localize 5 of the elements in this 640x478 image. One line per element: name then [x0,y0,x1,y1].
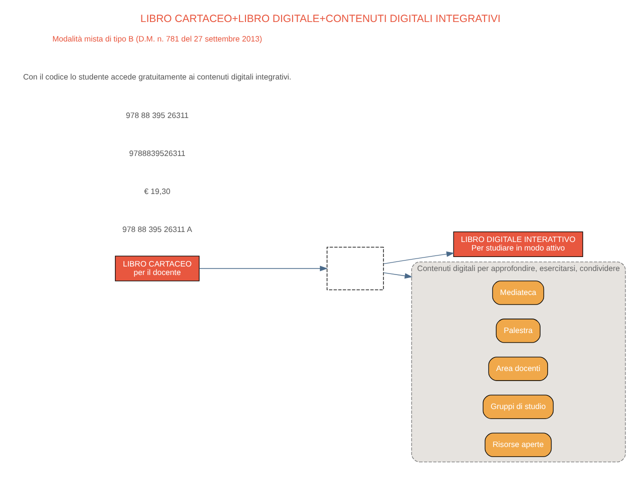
arrow [382,272,412,279]
node-box [326,246,384,290]
arrow [198,266,328,272]
arrow [382,251,454,264]
diagram-title: LIBRO CARTACEO+LIBRO DIGITALE+CONTENUTI DIGITALI INTEGRATIVI [140,14,500,25]
